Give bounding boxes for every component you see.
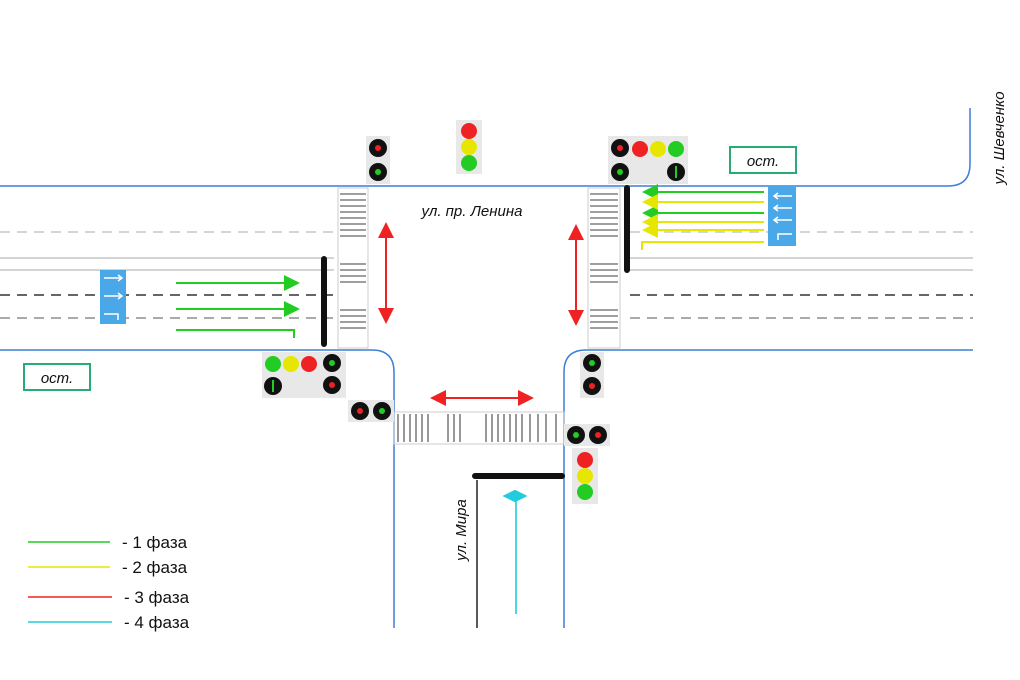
phase2-arrows xyxy=(641,194,764,250)
traffic-light-ne xyxy=(608,136,688,184)
phase1-arrows xyxy=(176,184,764,338)
pedestrian-signal-south-e xyxy=(564,424,610,446)
legend-label-phase4: - 4 фаза xyxy=(124,613,190,632)
legend-item-phase2: - 2 фаза xyxy=(28,558,188,577)
crosswalk-south xyxy=(393,411,565,445)
street-name-shevchenko: ул. Шевченко xyxy=(991,91,1008,185)
road-edges xyxy=(0,108,973,628)
lenina-south-edge-west xyxy=(0,349,395,628)
pedestrian-signal-se xyxy=(580,352,604,398)
phase3-arrows xyxy=(378,222,584,406)
lane-markings xyxy=(0,231,973,628)
pedestrian-signal-south-w xyxy=(348,400,394,422)
legend-label-phase3: - 3 фаза xyxy=(124,588,190,607)
pedestrian-signal-nw xyxy=(366,136,390,184)
crosswalk-east xyxy=(587,187,621,349)
legend-label-phase1: - 1 фаза xyxy=(122,533,188,552)
stop-lines xyxy=(321,185,630,479)
traffic-light-south xyxy=(572,448,598,504)
phase4-arrows xyxy=(502,489,528,614)
lane-sign-west xyxy=(100,270,126,324)
legend: - 1 фаза - 2 фаза - 3 фаза - 4 фаза xyxy=(28,533,190,632)
lane-sign-east xyxy=(768,186,796,246)
legend-item-phase1: - 1 фаза xyxy=(28,533,188,552)
legend-item-phase3: - 3 фаза xyxy=(28,588,190,607)
legend-item-phase4: - 4 фаза xyxy=(28,613,190,632)
bus-stop-north-label: ост. xyxy=(747,153,779,170)
traffic-light-sw xyxy=(262,352,346,398)
legend-label-phase2: - 2 фаза xyxy=(122,558,188,577)
lenina-south-edge-east xyxy=(563,349,973,628)
bus-stop-south: ост. xyxy=(23,363,91,391)
bus-stop-south-label: ост. xyxy=(41,370,73,387)
lenina-north-edge xyxy=(0,108,971,187)
street-name-lenina: ул. пр. Ленина xyxy=(421,203,523,220)
crosswalk-west xyxy=(337,187,369,349)
bus-stop-north: ост. xyxy=(729,146,797,174)
street-name-mira: ул. Мира xyxy=(453,499,470,562)
traffic-light-top-center xyxy=(456,120,482,174)
